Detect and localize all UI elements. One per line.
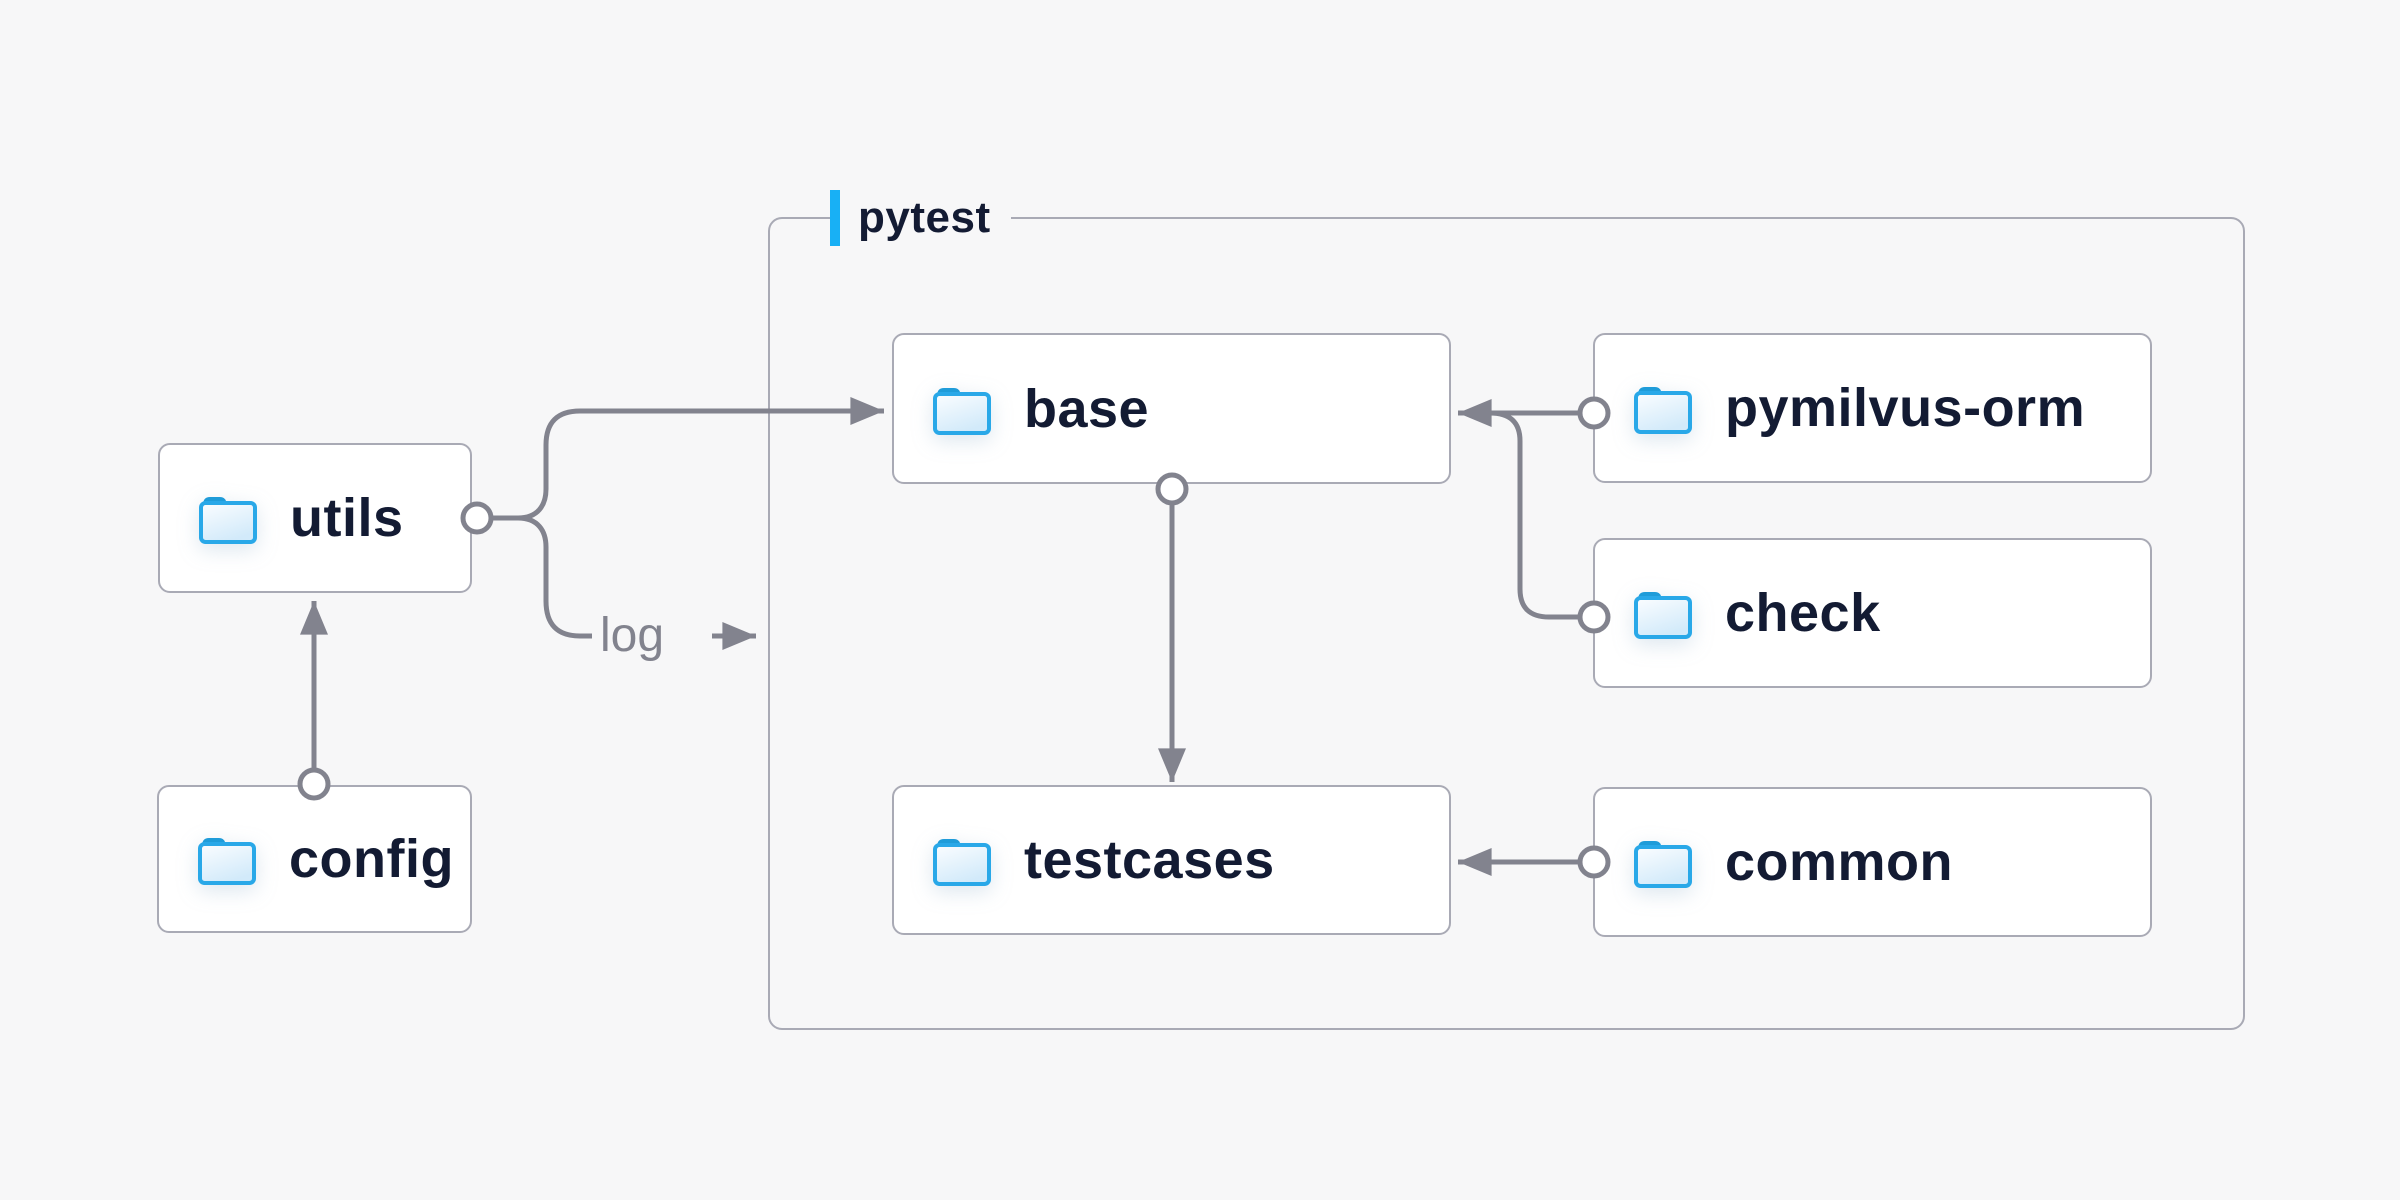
node-common: common bbox=[1593, 787, 2152, 937]
node-testcases: testcases bbox=[892, 785, 1451, 935]
folder-icon bbox=[198, 838, 256, 885]
node-label: common bbox=[1725, 832, 1954, 892]
node-label: utils bbox=[290, 488, 404, 548]
pytest-group-label: pytest bbox=[830, 188, 1011, 248]
folder-icon bbox=[1634, 387, 1692, 434]
node-label: check bbox=[1725, 583, 1881, 643]
node-config: config bbox=[157, 785, 472, 933]
edge-label-log: log bbox=[600, 609, 665, 662]
edge-utils-log bbox=[491, 515, 592, 639]
folder-icon bbox=[1634, 592, 1692, 639]
node-utils: utils bbox=[158, 443, 472, 593]
pytest-group-title: pytest bbox=[858, 193, 991, 242]
folder-icon bbox=[199, 497, 257, 544]
folder-icon bbox=[933, 387, 991, 435]
node-pymilvus-orm: pymilvus-orm bbox=[1593, 333, 2152, 483]
node-label: pymilvus-orm bbox=[1725, 378, 2086, 438]
folder-icon bbox=[933, 839, 991, 886]
node-check: check bbox=[1593, 538, 2152, 688]
accent-bar-icon bbox=[830, 190, 840, 246]
node-label: config bbox=[289, 829, 454, 889]
node-label: base bbox=[1024, 378, 1150, 439]
node-base: base bbox=[892, 333, 1451, 484]
pytest-group-box bbox=[768, 217, 2245, 1030]
node-label: testcases bbox=[1024, 830, 1275, 890]
folder-icon bbox=[1634, 841, 1692, 888]
